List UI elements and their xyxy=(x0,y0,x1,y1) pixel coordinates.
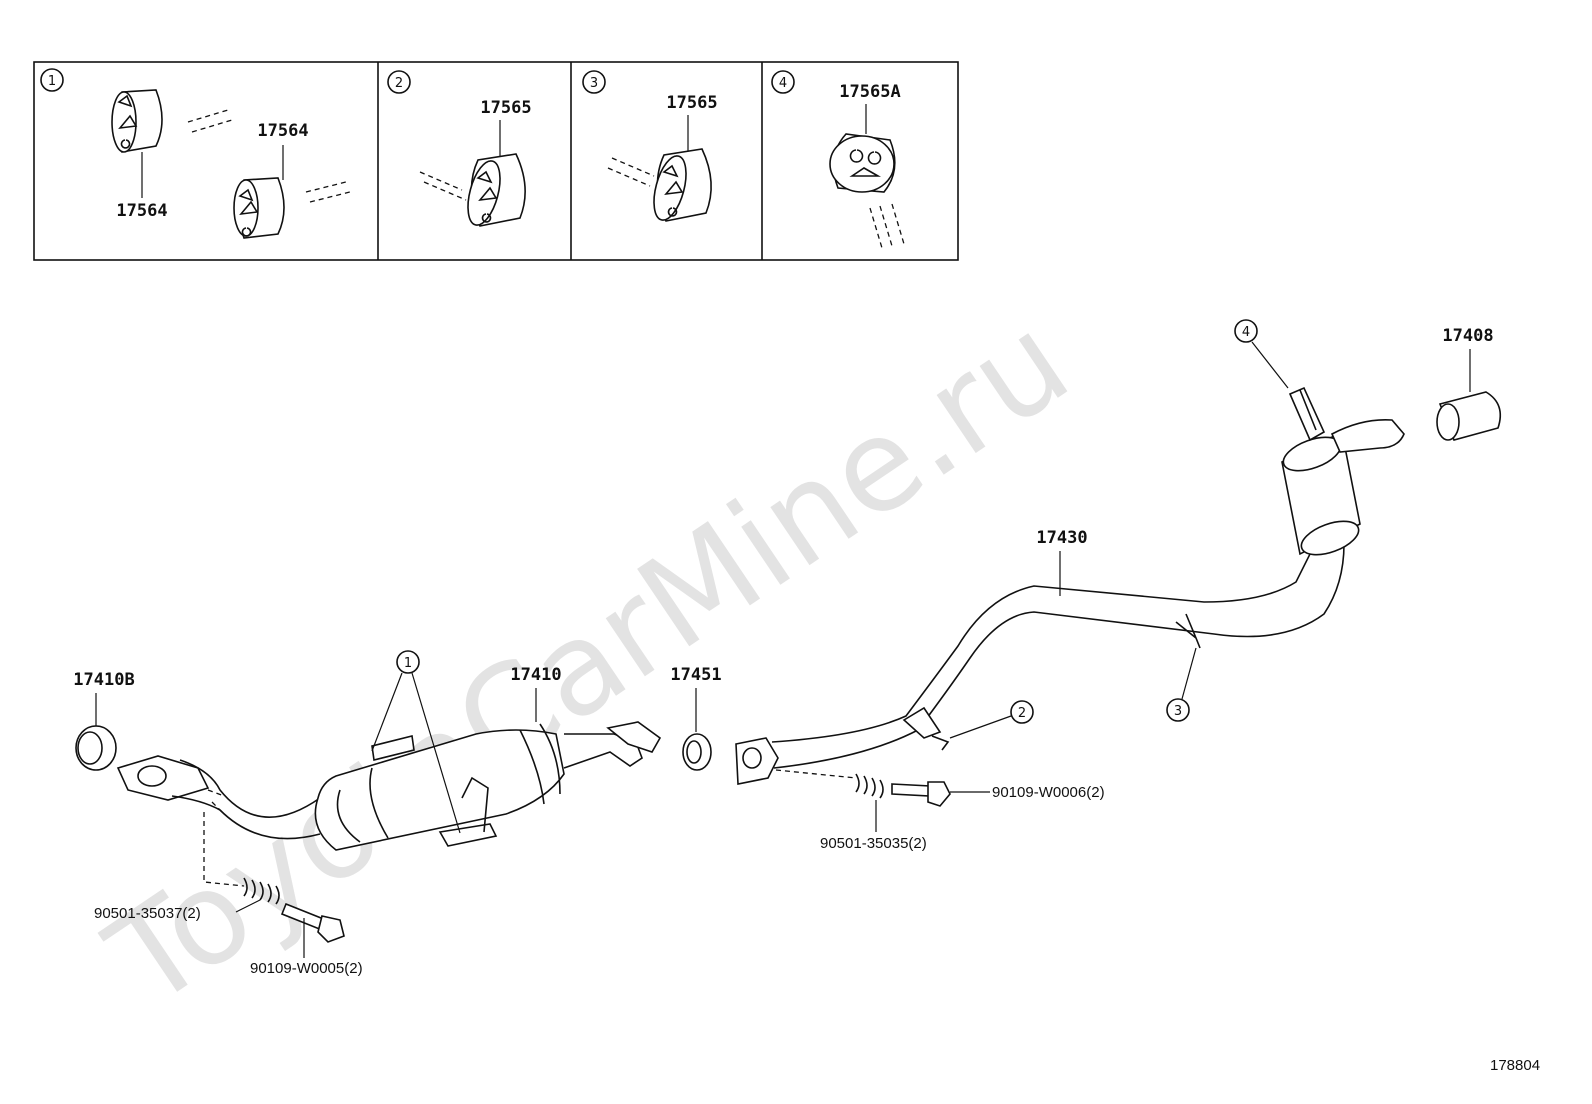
bolt-icon xyxy=(891,781,951,807)
part-label-gasket-front: 17410B xyxy=(73,670,134,690)
muffler-icon xyxy=(1281,386,1405,556)
gasket-ring-icon xyxy=(682,733,712,771)
part-label-gasket-mid: 17451 xyxy=(670,665,721,685)
part-label: 17565 xyxy=(666,93,717,113)
bolt-icon xyxy=(280,902,345,943)
gasket-ring-icon xyxy=(75,725,117,771)
hanger-pin-icon xyxy=(869,203,905,249)
callout-1: 1 xyxy=(404,656,412,671)
part-label: 17565A xyxy=(839,82,900,102)
diagram-code: 178804 xyxy=(1490,1057,1540,1074)
inset-panel-2: 2 17565 xyxy=(387,70,532,227)
part-label-spring-front: 90501-35037(2) xyxy=(94,905,201,922)
part-label-tail-pipe: 17430 xyxy=(1036,528,1087,548)
front-pipe-assembly xyxy=(116,721,662,851)
inset-panel-1: 1 17564 17564 xyxy=(40,68,351,239)
panel-index: 3 xyxy=(590,76,598,91)
hanger-pin-icon xyxy=(607,157,655,187)
inset-panel-3: 3 17565 xyxy=(582,70,718,222)
part-label: 17565 xyxy=(480,98,531,118)
inset-panel-4: 4 17565A xyxy=(771,70,905,249)
hanger-rubber-icon xyxy=(467,153,526,227)
inset-panel: 1 17564 17564 2 xyxy=(33,61,959,261)
panel-index: 2 xyxy=(395,76,403,91)
callout-4: 4 xyxy=(1242,325,1250,340)
panel-index: 4 xyxy=(779,76,787,91)
hanger-rubber-icon xyxy=(111,89,163,153)
part-label-tip: 17408 xyxy=(1442,326,1493,346)
part-label-spring-rear: 90501-35035(2) xyxy=(820,835,927,852)
spring-icon xyxy=(855,773,884,799)
part-label-front-pipe: 17410 xyxy=(510,665,561,685)
tail-pipe-assembly xyxy=(735,525,1345,785)
exhaust-tip-icon xyxy=(1436,391,1502,441)
hanger-pin-icon xyxy=(305,181,351,203)
callout-2: 2 xyxy=(1018,706,1026,721)
hanger-pin-icon xyxy=(419,171,467,201)
part-label: 17564 xyxy=(257,121,308,141)
hanger-rubber-icon xyxy=(653,148,712,222)
watermark: ToyotaCarMine.ru xyxy=(83,287,1094,1036)
part-label-bolt-rear: 90109-W0006(2) xyxy=(992,784,1105,801)
part-label-bolt-front: 90109-W0005(2) xyxy=(250,960,363,977)
panel-index: 1 xyxy=(48,74,56,89)
hanger-rubber-icon xyxy=(233,177,285,239)
part-label: 17564 xyxy=(116,201,167,221)
hanger-bracket-icon xyxy=(1175,613,1201,649)
hanger-pin-icon xyxy=(187,109,233,133)
hanger-rubber-icon xyxy=(829,133,896,193)
callout-3: 3 xyxy=(1174,704,1182,719)
hanger-bracket-icon xyxy=(902,706,950,751)
spring-icon xyxy=(243,877,280,905)
inset-border xyxy=(33,61,959,261)
